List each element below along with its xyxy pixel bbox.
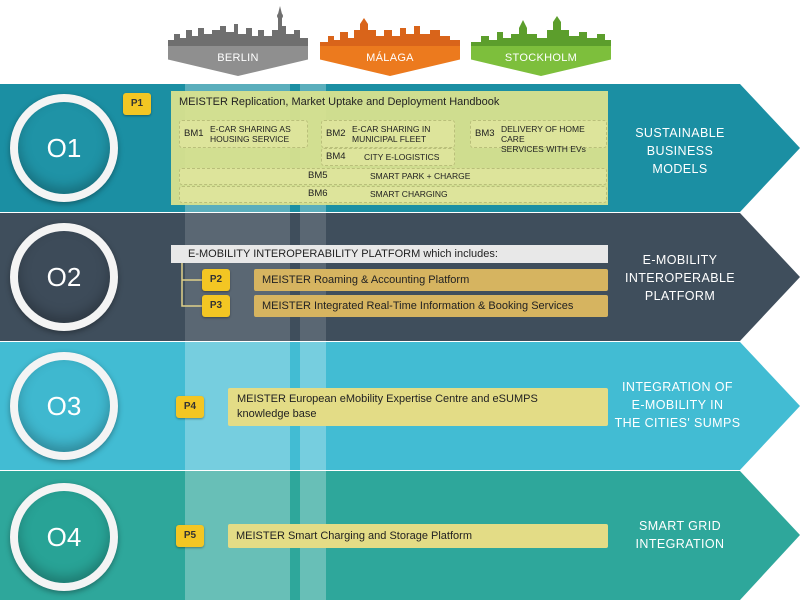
o1-label-line-1: SUSTAINABLE	[635, 126, 725, 140]
o2-label-line-2: INTEROPERABLE	[624, 271, 736, 285]
o1-label: O1	[18, 102, 110, 194]
p1-title: MEISTER Replication, Market Uptake and D…	[179, 96, 500, 108]
stockholm-skyline-icon	[471, 16, 611, 50]
p4-line-2: knowledge base	[237, 408, 317, 420]
p2-tag: P2	[202, 269, 230, 291]
city-berlin: BERLIN	[168, 0, 308, 78]
city-stockholm: STOCKHOLM	[471, 0, 611, 78]
o4-circle: O4	[10, 483, 118, 591]
bm6-box: BM6 SMART CHARGING	[179, 186, 607, 203]
o2-label: O2	[18, 231, 110, 323]
o4-label: O4	[18, 491, 110, 583]
o3-circle: O3	[10, 352, 118, 460]
malaga-skyline-icon	[320, 18, 460, 50]
berlin-banner: BERLIN	[168, 46, 308, 76]
o3-label-line-2: E-MOBILITY IN	[631, 398, 724, 412]
p2-box: MEISTER Roaming & Accounting Platform	[254, 269, 608, 291]
bm5-code: BM5	[308, 170, 328, 181]
o1-circle: O1	[10, 94, 118, 202]
city-malaga: MÁLAGA	[320, 0, 460, 78]
p5-box: MEISTER Smart Charging and Storage Platf…	[228, 524, 608, 548]
bm1-line-2: HOUSING SERVICE	[210, 134, 290, 144]
bm5-text: SMART PARK + CHARGE	[370, 171, 471, 181]
p3-box: MEISTER Integrated Real-Time Information…	[254, 295, 608, 317]
stockholm-banner: STOCKHOLM	[471, 46, 611, 76]
p4-box: MEISTER European eMobility Expertise Cen…	[228, 388, 608, 426]
bm3-line-1: DELIVERY OF HOME CARE	[501, 124, 585, 144]
bm1-code: BM1	[184, 128, 204, 139]
bm2-code: BM2	[326, 128, 346, 139]
bm4-box: BM4 CITY E-LOGISTICS	[321, 148, 455, 166]
objective-row-o1: O1 P1 MEISTER Replication, Market Uptake…	[0, 84, 800, 212]
bm6-code: BM6	[308, 188, 328, 199]
bm3-line-2: SERVICES WITH EVs	[501, 144, 586, 154]
bm6-text: SMART CHARGING	[370, 189, 448, 199]
o2-label-line-3: PLATFORM	[644, 289, 716, 303]
objective-row-o4: O4 P5 MEISTER Smart Charging and Storage…	[0, 471, 800, 600]
p4-tag: P4	[176, 396, 204, 418]
o1-label-line-2: BUSINESS	[646, 144, 714, 158]
platform-title: E-MOBILITY INTEROPERABILITY PLATFORM whi…	[188, 248, 498, 260]
objective-row-o3: O3 P4 MEISTER European eMobility Experti…	[0, 342, 800, 470]
bm2-line-1: E-CAR SHARING IN	[352, 124, 431, 134]
p5-tag: P5	[176, 525, 204, 547]
o4-label-line-1: SMART GRID	[638, 519, 722, 533]
objective-row-o2: O2 E-MOBILITY INTEROPERABILITY PLATFORM …	[0, 213, 800, 341]
p2-text: MEISTER Roaming & Accounting Platform	[262, 274, 470, 286]
p4-line-1: MEISTER European eMobility Expertise Cen…	[237, 393, 538, 405]
o3-label-line-1: INTEGRATION OF	[622, 380, 733, 394]
p3-tag: P3	[202, 295, 230, 317]
o1-right-label: SUSTAINABLE BUSINESS MODELS	[620, 124, 740, 178]
o3-label: O3	[18, 360, 110, 452]
p1-tag: P1	[123, 93, 151, 115]
p5-text: MEISTER Smart Charging and Storage Platf…	[236, 530, 472, 542]
bm4-code: BM4	[326, 151, 346, 162]
p3-text: MEISTER Integrated Real-Time Information…	[262, 300, 574, 312]
bm1-line-1: E-CAR SHARING AS	[210, 124, 291, 134]
bm3-code: BM3	[475, 128, 495, 139]
malaga-banner: MÁLAGA	[320, 46, 460, 76]
bm4-text: CITY E-LOGISTICS	[364, 152, 440, 162]
o3-right-label: INTEGRATION OF E-MOBILITY IN THE CITIES'…	[610, 378, 745, 432]
bm5-box: BM5 SMART PARK + CHARGE	[179, 168, 607, 185]
o2-right-label: E-MOBILITY INTEROPERABLE PLATFORM	[615, 251, 745, 305]
o2-label-line-1: E-MOBILITY	[642, 253, 718, 267]
tree-connector	[181, 263, 204, 307]
platform-title-box	[171, 245, 608, 263]
o2-circle: O2	[10, 223, 118, 331]
o3-label-line-3: THE CITIES' SUMPS	[614, 416, 741, 430]
berlin-skyline-icon	[168, 6, 308, 50]
o4-label-line-2: INTEGRATION	[635, 537, 725, 551]
o4-right-label: SMART GRID INTEGRATION	[625, 517, 735, 553]
bm2-line-2: MUNICIPAL FLEET	[352, 134, 427, 144]
o1-label-line-3: MODELS	[652, 162, 708, 176]
